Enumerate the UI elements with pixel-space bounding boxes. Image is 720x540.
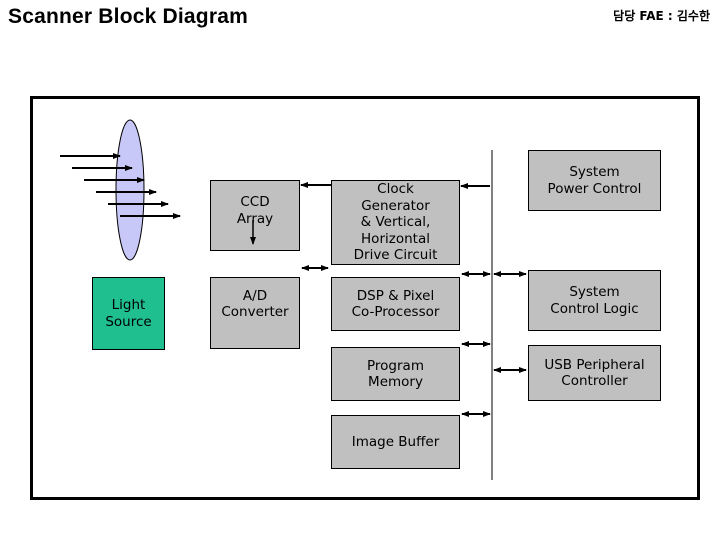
- clock-generator-block: Clock Generator & Vertical, Horizontal D…: [331, 180, 460, 265]
- ad-converter-block: A/D Converter: [210, 277, 300, 349]
- owner-label: 담당 FAE : 김수한: [613, 9, 710, 23]
- light-source-block: Light Source: [92, 277, 165, 350]
- dsp-coprocessor-block: DSP & Pixel Co-Processor: [331, 277, 460, 331]
- image-buffer-block: Image Buffer: [331, 415, 460, 469]
- lens-icon: [115, 119, 145, 261]
- program-memory-block: Program Memory: [331, 347, 460, 401]
- system-power-control-block: System Power Control: [528, 150, 661, 211]
- usb-peripheral-controller-block: USB Peripheral Controller: [528, 345, 661, 401]
- diagram-frame: [30, 96, 700, 500]
- page-title: Scanner Block Diagram: [8, 5, 248, 28]
- system-control-logic-block: System Control Logic: [528, 270, 661, 331]
